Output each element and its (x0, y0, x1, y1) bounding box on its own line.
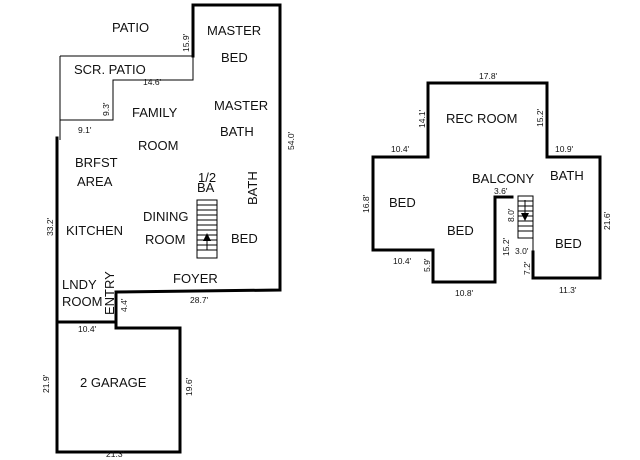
dim-11-3: 11.3' (559, 285, 577, 295)
label-master-bed-1: MASTER (207, 23, 261, 38)
label-foyer: FOYER (173, 271, 218, 286)
dim-21-3: 21.3' (106, 449, 125, 459)
dim-10-4-garage: 10.4' (78, 324, 97, 334)
label-scr-patio: SCR. PATIO (74, 62, 146, 77)
label-patio: PATIO (112, 20, 149, 35)
label-lndy-1: LNDY (62, 277, 97, 292)
label-balcony: BALCONY (472, 171, 534, 186)
label-brfst-1: BRFST (75, 155, 118, 170)
label-garage: 2 GARAGE (80, 375, 147, 390)
dim-4-4: 4.4' (119, 298, 129, 312)
garage-outline (55, 320, 182, 454)
upper-floor-outline (371, 81, 602, 284)
dim-10-8: 10.8' (455, 288, 474, 298)
label-lndy-2: ROOM (62, 294, 102, 309)
dim-5-9: 5.9' (422, 258, 432, 272)
dim-3-0: 3.0' (515, 246, 529, 256)
label-bed-upper-left: BED (389, 195, 416, 210)
label-rec-room: REC ROOM (446, 111, 518, 126)
dim-15-9: 15.9' (181, 33, 191, 52)
label-half-bath-2: BA (197, 180, 215, 195)
label-bath-main: BATH (245, 171, 260, 205)
label-dining-1: DINING (143, 209, 189, 224)
label-master-bath-2: BATH (220, 124, 254, 139)
dim-14-1: 14.1' (417, 109, 427, 128)
balcony-stair-walls (493, 195, 514, 254)
label-kitchen: KITCHEN (66, 223, 123, 238)
upper-floor-stairs (517, 195, 534, 239)
main-floor: PATIO MASTER BED SCR. PATIO FAMILY ROOM … (41, 3, 296, 459)
dim-15-2-stair: 15.2' (501, 237, 511, 256)
dim-21-9: 21.9' (41, 374, 51, 393)
dim-3-6: 3.6' (494, 186, 508, 196)
label-brfst-2: AREA (77, 174, 113, 189)
label-master-bath-1: MASTER (214, 98, 268, 113)
dim-21-6: 21.6' (602, 211, 612, 230)
label-bed-upper-center: BED (447, 223, 474, 238)
dim-33-2: 33.2' (45, 217, 55, 236)
dim-16-8: 16.8' (361, 194, 371, 213)
label-family-2: ROOM (138, 138, 178, 153)
label-entry: ENTRY (102, 271, 117, 315)
dim-9-3: 9.3' (101, 102, 111, 116)
label-bed-upper-right: BED (555, 236, 582, 251)
label-master-bed-2: BED (221, 50, 248, 65)
main-floor-stairs (196, 199, 218, 259)
label-family-1: FAMILY (132, 105, 178, 120)
dim-10-4-upper-top: 10.4' (391, 144, 410, 154)
dim-9-1: 9.1' (78, 125, 92, 135)
label-bath-upper: BATH (550, 168, 584, 183)
patio-screen-lines (59, 55, 194, 140)
dim-10-4-upper-bottom: 10.4' (393, 256, 412, 266)
dim-17-8: 17.8' (479, 71, 498, 81)
dim-54-0: 54.0' (286, 131, 296, 150)
dim-28-7: 28.7' (190, 295, 209, 305)
dim-10-9: 10.9' (555, 144, 574, 154)
dim-14-6: 14.6' (143, 77, 162, 87)
label-dining-2: ROOM (145, 232, 185, 247)
upper-floor: REC ROOM BALCONY BATH BED BED BED 17.8' … (361, 71, 612, 298)
dim-15-2-top: 15.2' (535, 108, 545, 127)
label-half-bath-1: 1/2 (198, 170, 216, 185)
dim-7-2: 7.2' (522, 261, 532, 275)
label-bed-main: BED (231, 231, 258, 246)
dim-19-6: 19.6' (184, 377, 194, 396)
dim-8-0: 8.0' (506, 208, 516, 222)
